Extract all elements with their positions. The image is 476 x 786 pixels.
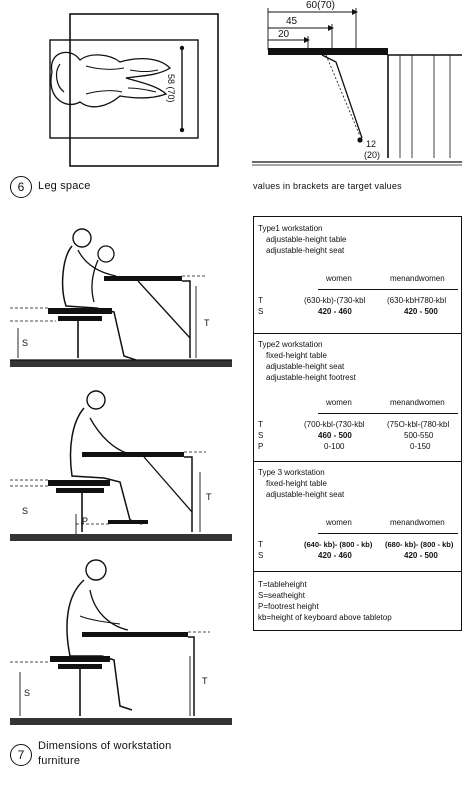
type1-drawing-label-t: T <box>204 318 210 328</box>
type3-row-s-women: 420 - 460 <box>318 551 352 560</box>
type2-row-t-label: T <box>258 420 263 429</box>
legend-p: P=footrest height <box>258 602 319 611</box>
type3-row-t-women: (640- kb)- (800 - kb) <box>304 540 373 549</box>
type2-drawing-label-t: T <box>206 492 212 502</box>
type3-drawing-label-s: S <box>24 688 31 698</box>
type3-line1: fixed-height table <box>266 479 327 488</box>
figure-6-number: 6 <box>10 176 32 198</box>
type1-title: Type1 workstation <box>258 224 323 233</box>
dim-small-label: 20 <box>278 29 290 40</box>
workstation-type3-drawing: T S <box>10 556 242 734</box>
type3-title: Type 3 workstation <box>258 468 325 477</box>
type3-line2: adjustable-height seat <box>266 490 345 499</box>
leg-space-vertical-dimension: 58 (70) <box>166 74 176 103</box>
type1-row-s-women: 420 - 460 <box>318 307 352 316</box>
legend-s: S=seatheight <box>258 591 305 600</box>
type1-row-t-men: (630-kbH780-kbl <box>387 296 447 305</box>
type3-row-t-men: (680- kb)- (800 - kb) <box>385 540 454 549</box>
type2-row-s-women: 460 - 500 <box>318 431 352 440</box>
type1-row-s-men: 420 - 500 <box>404 307 438 316</box>
dim-top-label: 60(70) <box>306 0 335 11</box>
dim-bottom-label-a: 12 <box>366 139 377 149</box>
workstation-type1-drawing: T S <box>10 228 242 376</box>
type2-row-s-label: S <box>258 431 264 440</box>
workstation-type2-drawing: T S P <box>10 388 242 548</box>
target-values-note: values in brackets are target values <box>253 181 402 191</box>
type3-section: Type 3 workstation fixed-height table ad… <box>254 461 461 571</box>
type2-row-p-men: 0-150 <box>410 442 431 451</box>
workstation-dimensions-table: Type1 workstation adjustable-height tabl… <box>253 216 462 631</box>
type1-row-s-label: S <box>258 307 264 316</box>
type2-row-t-men: (75O-kbl-(780-kbl <box>387 420 450 429</box>
figure-6-caption: Leg space <box>38 180 91 192</box>
dim-bottom-label-b: (20) <box>364 150 381 160</box>
type1-row-t-women: (630-kb)-(730-kbl <box>304 296 366 305</box>
type1-drawing-label-s: S <box>22 338 29 348</box>
type2-row-t-women: (700-kbl-(730-kbl <box>304 420 365 429</box>
type2-section: Type2 workstation fixed-height table adj… <box>254 333 461 461</box>
legend-kb: kb=height of keyboard above tabletop <box>258 613 392 622</box>
type1-col-men: menandwomen <box>390 274 445 283</box>
type3-drawing-label-t: T <box>202 676 208 686</box>
type2-line2: adjustable-height seat <box>266 362 345 371</box>
type2-line1: fixed-height table <box>266 351 327 360</box>
type3-col-women: women <box>326 518 352 527</box>
type3-row-s-men: 420 - 500 <box>404 551 438 560</box>
figure-7-caption-line1: Dimensions of workstation <box>38 740 172 752</box>
legend-t: T=tableheight <box>258 580 307 589</box>
type2-drawing-label-p: P <box>82 516 89 526</box>
leg-space-top-view: 58 (70) <box>40 12 220 172</box>
figure-7-caption-line2: furniture <box>38 755 81 767</box>
type2-col-men: menandwomen <box>390 398 445 407</box>
figure-7-number: 7 <box>10 744 32 766</box>
type2-col-women: women <box>326 398 352 407</box>
type1-line1: adjustable-height table <box>266 235 347 244</box>
type3-row-s-label: S <box>258 551 264 560</box>
type2-row-s-men: 500-550 <box>404 431 434 440</box>
type3-col-men: menandwomen <box>390 518 445 527</box>
leg-space-side-profile: 60(70) 45 20 12 (20) <box>252 0 467 170</box>
type1-line2: adjustable-height seat <box>266 246 345 255</box>
type2-drawing-label-s: S <box>22 506 29 516</box>
type1-col-women: women <box>326 274 352 283</box>
table-legend: T=tableheight S=seatheight P=footrest he… <box>254 571 461 631</box>
type2-row-p-women: 0-100 <box>324 442 345 451</box>
type2-line3: adjustable-height footrest <box>266 373 356 382</box>
type1-row-t-label: T <box>258 296 263 305</box>
type2-title: Type2 workstation <box>258 340 323 349</box>
type1-section: Type1 workstation adjustable-height tabl… <box>254 217 461 333</box>
dim-mid-label: 45 <box>286 16 298 27</box>
type3-row-t-label: T <box>258 540 263 549</box>
type2-row-p-label: P <box>258 442 264 451</box>
